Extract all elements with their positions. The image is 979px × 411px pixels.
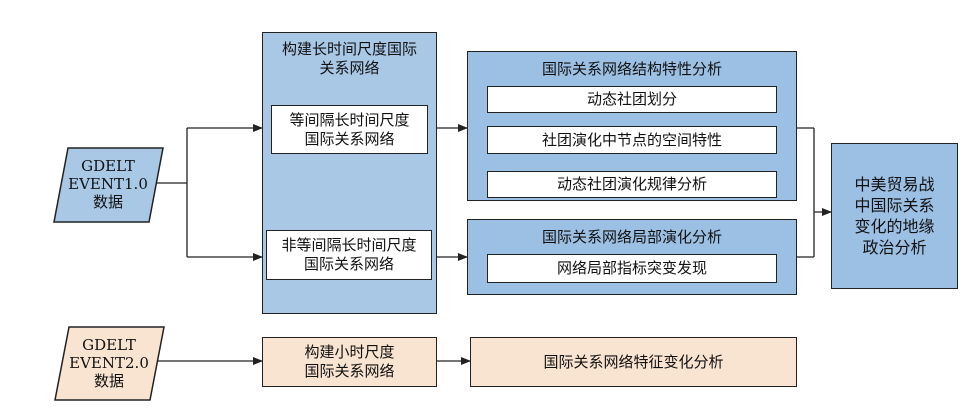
structure-analysis-title: 国际关系网络结构特性分析	[541, 60, 722, 78]
unequal-interval-network-box: 非等间隔长时间尺度 国际关系网络	[266, 230, 432, 280]
input-event2-label: GDELT EVENT2.0 数据	[69, 336, 149, 390]
structure-item-1: 动态社团划分	[487, 86, 777, 113]
structure-item-3: 动态社团演化规律分析	[487, 171, 777, 198]
local-analysis-title: 国际关系网络局部演化分析	[541, 228, 722, 246]
structure-item-2: 社团演化中节点的空间特性	[487, 126, 777, 154]
input-event2-shape	[54, 326, 165, 401]
local-analysis-item: 网络局部指标突变发现	[487, 254, 777, 283]
geopolitical-analysis-result: 中美贸易战 中国际关系 变化的地缘 政治分析	[831, 143, 958, 289]
construct-hourly-box: 构建小时尺度 国际关系网络	[262, 337, 437, 387]
input-event1-label: GDELT EVENT1.0 数据	[68, 157, 148, 211]
equal-interval-network-box: 等间隔长时间尺度 国际关系网络	[271, 105, 428, 154]
feature-change-analysis-box: 国际关系网络特征变化分析	[470, 337, 797, 387]
construct-long-title: 构建长时间尺度国际 关系网络	[281, 40, 417, 77]
input-event1-shape	[53, 147, 164, 223]
